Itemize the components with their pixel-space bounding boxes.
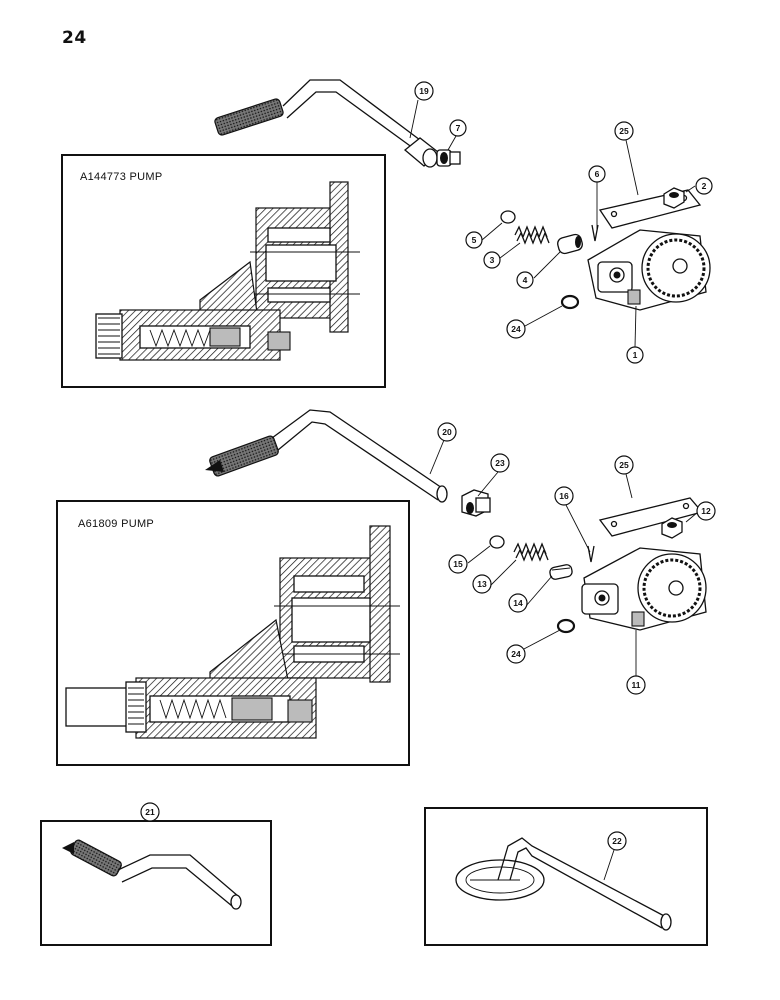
- callout-25b: 25: [614, 455, 634, 475]
- part-25-gasket-plate: [598, 189, 702, 229]
- part-24-o-ring-upper: [560, 294, 580, 310]
- part-3-spring: [514, 225, 550, 245]
- callout-13: 13: [472, 574, 492, 594]
- svg-text:21: 21: [145, 807, 155, 817]
- svg-text:13: 13: [477, 579, 487, 589]
- part-25-gasket-plate-lower: [598, 497, 704, 537]
- svg-text:22: 22: [612, 836, 622, 846]
- callout-14: 14: [508, 593, 528, 613]
- callout-21: 21: [140, 802, 160, 822]
- callout-11: 11: [626, 675, 646, 695]
- svg-text:19: 19: [419, 86, 429, 96]
- callout-15: 15: [448, 554, 468, 574]
- svg-text:25: 25: [619, 126, 629, 136]
- svg-text:2: 2: [702, 181, 707, 191]
- svg-text:3: 3: [490, 255, 495, 265]
- callout-12: 12: [696, 501, 716, 521]
- svg-text:1: 1: [633, 350, 638, 360]
- leader-lines: [149, 99, 699, 881]
- callout-24b: 24: [506, 644, 526, 664]
- part-7-fitting: [436, 149, 461, 167]
- callout-16: 16: [554, 486, 574, 506]
- svg-text:11: 11: [632, 680, 641, 690]
- svg-text:5: 5: [472, 235, 477, 245]
- svg-text:6: 6: [595, 169, 600, 179]
- part-24-o-ring-lower: [556, 618, 576, 634]
- callout-2: 2: [695, 177, 713, 195]
- part-22-float-tube: [455, 837, 672, 931]
- svg-text:24: 24: [511, 649, 521, 659]
- callout-3: 3: [483, 251, 501, 269]
- part-16-cotter-pin: [587, 545, 595, 563]
- callout-23: 23: [490, 453, 510, 473]
- svg-text:7: 7: [456, 123, 461, 133]
- part-15-ball: [489, 535, 505, 549]
- svg-text:16: 16: [559, 491, 569, 501]
- part-6-cotter-pin: [591, 224, 599, 242]
- callout-1: 1: [626, 346, 644, 364]
- callout-24: 24: [506, 319, 526, 339]
- svg-text:24: 24: [511, 324, 521, 334]
- part-2-nut: [663, 187, 685, 209]
- page-number: 24: [62, 28, 87, 48]
- callout-19: 19: [414, 81, 434, 101]
- callout-5: 5: [465, 231, 483, 249]
- upper-pump-cutaway: [95, 181, 360, 361]
- callout-7: 7: [449, 119, 467, 137]
- part-12-nut: [661, 517, 683, 539]
- upper-pump-label: A144773 PUMP: [80, 171, 163, 183]
- svg-text:20: 20: [442, 427, 452, 437]
- part-11-pump-body: [581, 547, 707, 631]
- callout-20: 20: [437, 422, 457, 442]
- lower-pump-label: A61809 PUMP: [78, 518, 155, 530]
- svg-text:15: 15: [453, 559, 463, 569]
- part-4-plunger: [557, 233, 583, 255]
- part-5-ball: [500, 210, 516, 224]
- svg-text:14: 14: [513, 598, 523, 608]
- part-19-suction-tube: [214, 79, 439, 168]
- part-23-fitting: [461, 489, 491, 517]
- callout-22: 22: [607, 831, 627, 851]
- svg-text:23: 23: [495, 458, 505, 468]
- callout-25: 25: [614, 121, 634, 141]
- svg-text:4: 4: [523, 275, 528, 285]
- part-1-pump-body: [587, 229, 711, 311]
- svg-text:12: 12: [701, 506, 711, 516]
- callout-6: 6: [588, 165, 606, 183]
- part-13-spring: [513, 542, 549, 562]
- callout-4: 4: [516, 271, 534, 289]
- part-21-suction-tube: [62, 839, 242, 910]
- part-14-plunger: [549, 564, 573, 580]
- lower-pump-cutaway: [65, 525, 400, 739]
- part-20-suction-tube: [205, 409, 448, 503]
- svg-text:25: 25: [619, 460, 629, 470]
